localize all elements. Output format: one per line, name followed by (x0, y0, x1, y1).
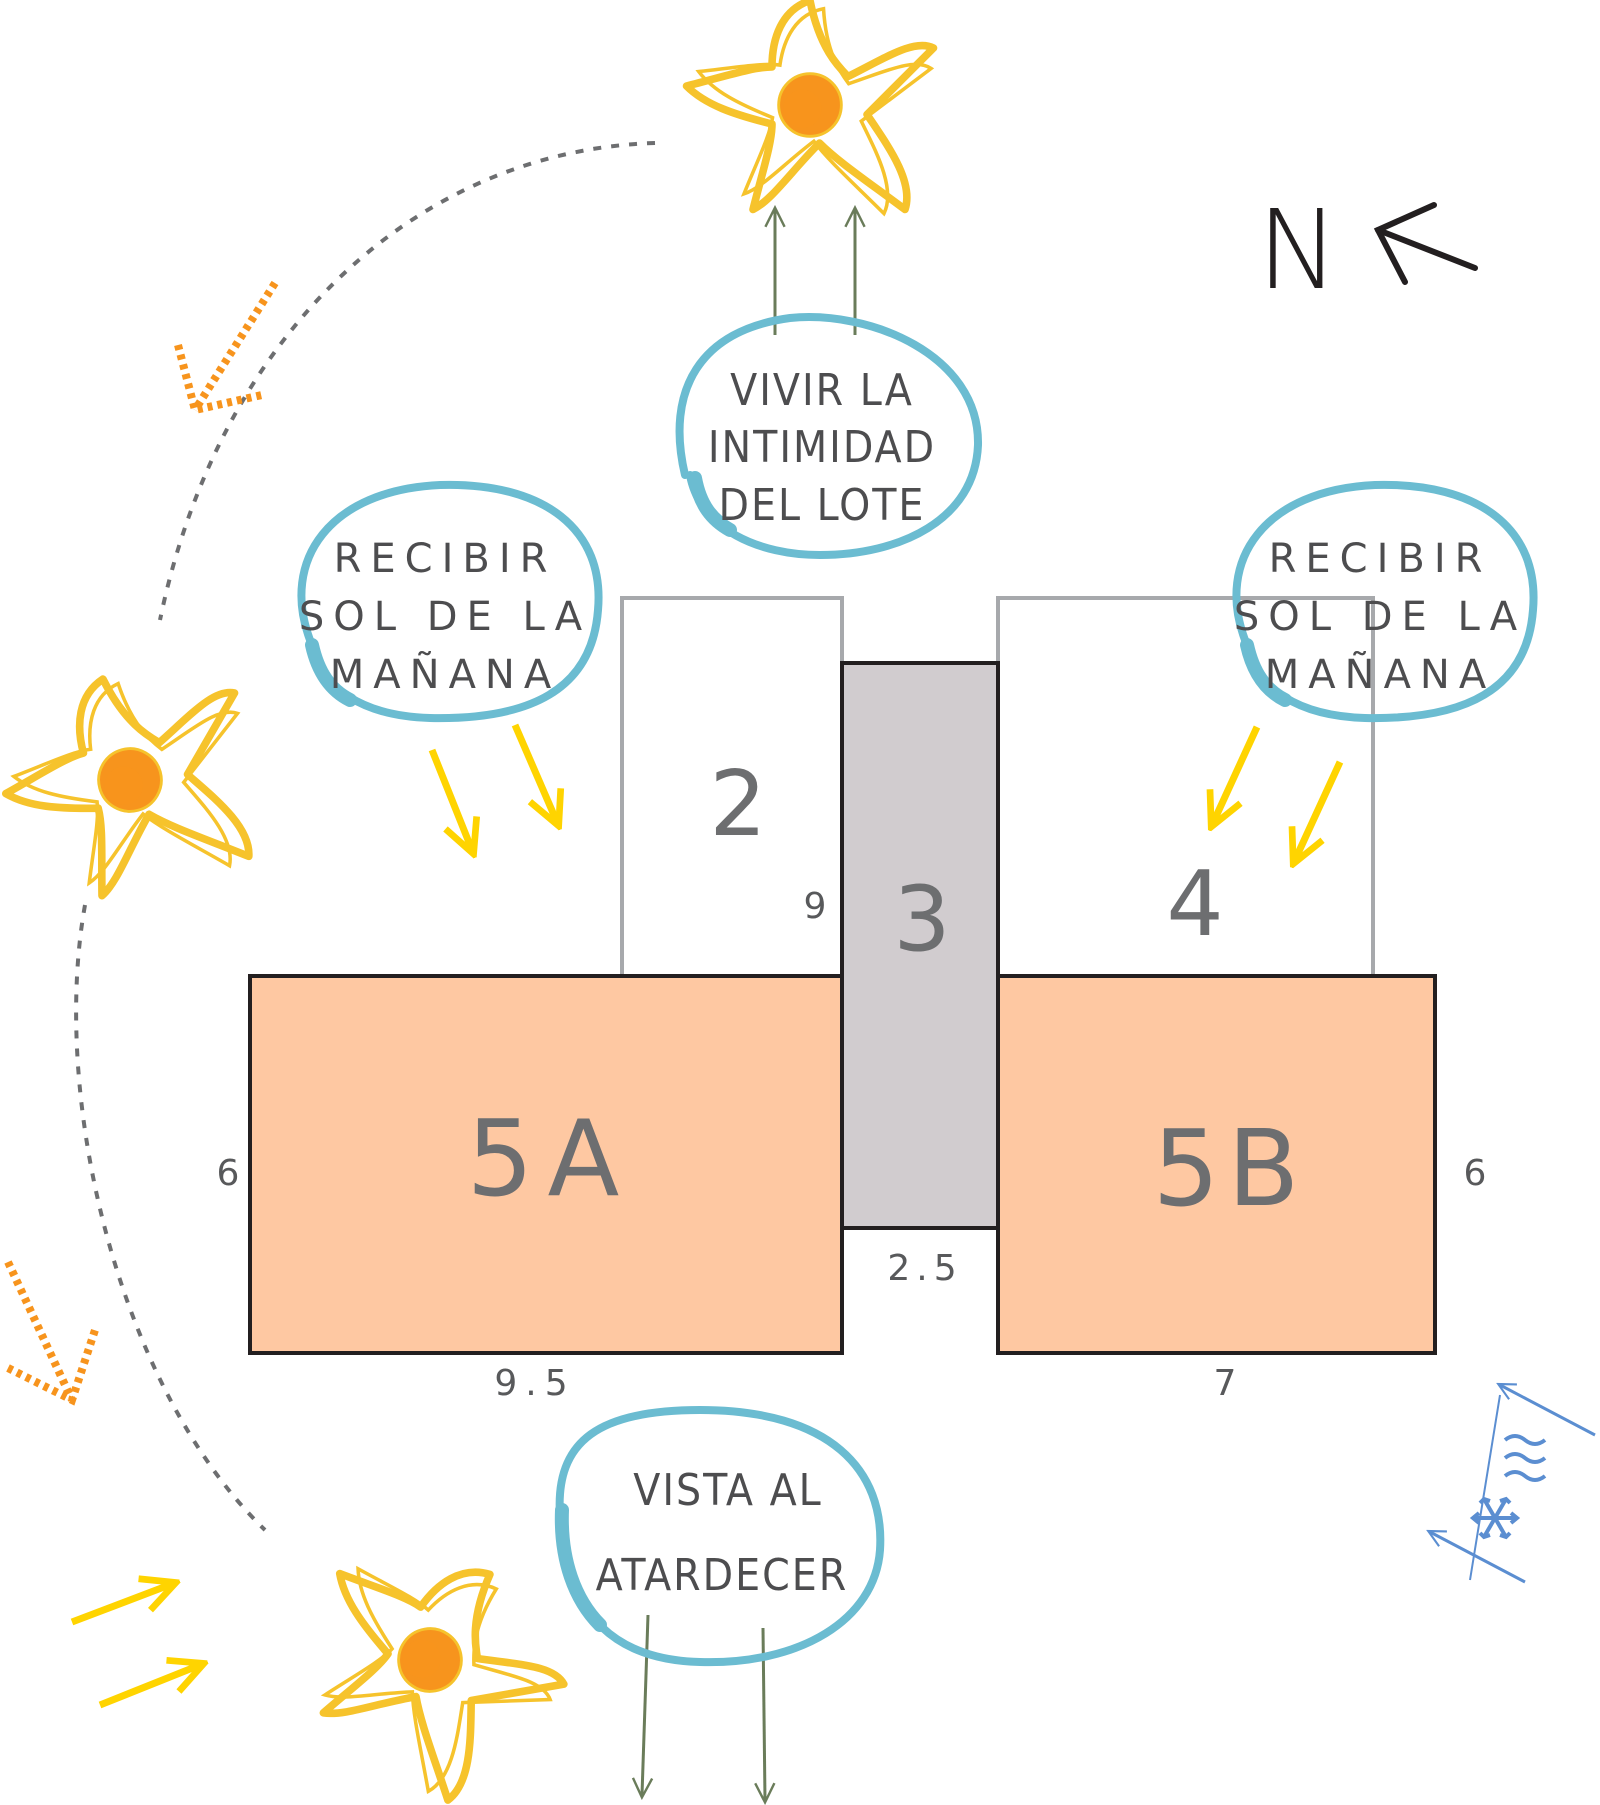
bubble-top-line-1: VIVIR LA (730, 365, 914, 416)
room-4 (996, 596, 1375, 980)
room-3 (840, 661, 1000, 1230)
bubble-right-line-2: SOL DE LA (1234, 594, 1526, 640)
bubble-bottom-line-2: ATARDECER (596, 1550, 849, 1601)
bubble-top: VIVIR LA INTIMIDAD DEL LOTE (675, 313, 983, 560)
sun-ray-arrow-left-2 (511, 723, 557, 822)
sun-ray-arrow-left-1 (428, 748, 472, 850)
sun-icon-top (683, 0, 938, 217)
sun-ray-arrow-right-1 (1213, 725, 1261, 823)
north-label: N (1257, 186, 1339, 314)
bubble-left-line-1: RECIBIR (334, 536, 557, 582)
room-2-label: 2 (709, 752, 766, 857)
bubble-bottom-line-1: VISTA AL (633, 1465, 822, 1516)
sun-icon-left (0, 639, 282, 922)
view-arrow-bottom-1 (642, 1614, 648, 1795)
bubble-left-line-2: SOL DE LA (299, 594, 591, 640)
dim-5a-height: 6 (217, 1153, 240, 1194)
room-5b-label: 5B (1153, 1108, 1308, 1230)
bubble-right-line-1: RECIBIR (1269, 536, 1492, 582)
wind-indicator (1430, 1385, 1596, 1584)
room-4-label: 4 (1166, 852, 1223, 957)
bubble-right-line-3: MAÑANA (1265, 650, 1495, 698)
room-5b (996, 974, 1437, 1355)
bubble-right: RECIBIR SOL DE LA MAÑANA (1232, 480, 1538, 723)
dim-5b-width: 7 (1214, 1363, 1237, 1404)
sun-path-lower (74, 904, 267, 1532)
room-3-label: 3 (893, 867, 950, 972)
room-5a-label: 5A (467, 1098, 634, 1220)
room-5a (248, 974, 844, 1355)
bubble-left-line-3: MAÑANA (330, 650, 560, 698)
sun-icon-bottom (261, 1495, 598, 1805)
snowflake-icon (1469, 1496, 1521, 1540)
dim-room3-height: 9 (804, 886, 827, 927)
sun-path-upper (158, 141, 656, 621)
orange-dotted-arrow-lower (4, 1260, 99, 1406)
dim-room3-width: 2.5 (887, 1248, 962, 1289)
dim-5a-width: 9.5 (494, 1363, 575, 1404)
orange-dotted-arrow-upper (174, 280, 279, 415)
bubble-top-line-3: DEL LOTE (719, 480, 926, 531)
sun-ray-arrow-right-2 (1295, 760, 1344, 860)
bubble-bottom: VISTA AL ATARDECER (554, 1405, 885, 1667)
dim-5b-height: 6 (1464, 1153, 1487, 1194)
north-arrow-icon (1373, 202, 1478, 285)
sun-ray-arrow-bottom-1 (70, 1584, 172, 1626)
sun-ray-arrow-bottom-2 (98, 1665, 200, 1709)
bubble-left: RECIBIR SOL DE LA MAÑANA (297, 480, 603, 723)
bubble-top-line-2: INTIMIDAD (708, 422, 936, 473)
